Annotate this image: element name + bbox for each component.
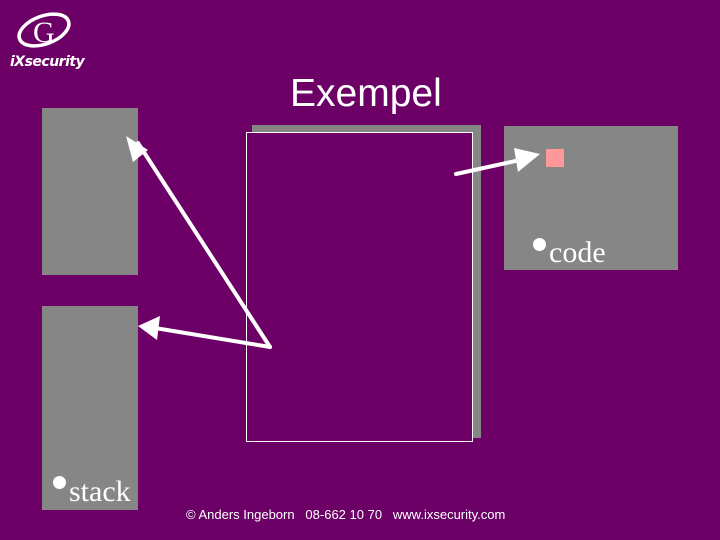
memory-frame — [246, 132, 473, 442]
slide-title: Exempel — [290, 72, 442, 115]
logo-brand-text: iXsecurity — [10, 54, 85, 70]
stack-label: stack — [69, 475, 131, 508]
arrowhead-lower-icon — [138, 316, 160, 340]
svg-text:G: G — [33, 16, 55, 49]
bullet-dot-icon — [533, 238, 546, 251]
bullet-dot-icon — [53, 476, 66, 489]
arrowhead-upper-icon — [126, 136, 148, 162]
code-marker-square — [546, 149, 564, 167]
arrow-to-lower-stack — [153, 326, 272, 349]
arrow-to-upper-stack — [136, 141, 272, 349]
arrow-to-code — [454, 158, 522, 176]
footer-credits: © Anders Ingeborn 08-662 10 70 www.ixsec… — [186, 507, 506, 522]
code-label: code — [549, 236, 606, 269]
stack-block-upper — [42, 108, 138, 275]
ixsecurity-logo: G iXsecurity — [10, 10, 85, 72]
g-swoosh-logo-icon: G — [17, 12, 71, 49]
arrowhead-code-icon — [514, 148, 540, 172]
